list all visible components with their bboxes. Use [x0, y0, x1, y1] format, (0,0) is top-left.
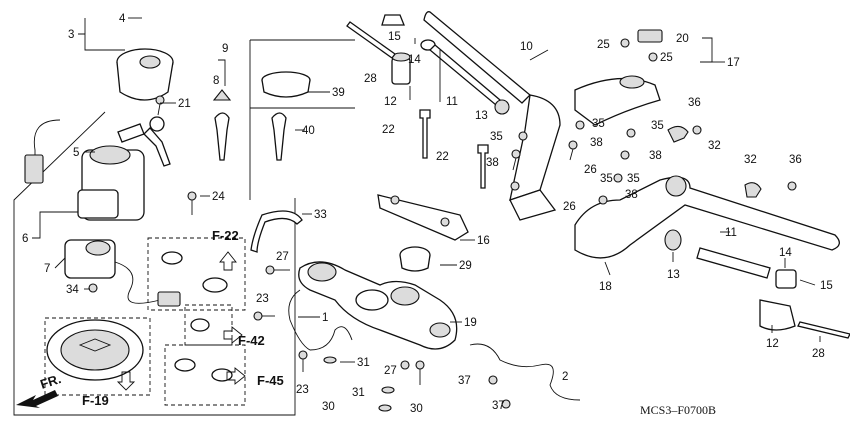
bolts-22	[419, 109, 489, 189]
bolts-misc	[88, 38, 797, 412]
callout-25a: 25	[597, 39, 610, 51]
ref-f45: F-45	[257, 373, 284, 388]
callout-28a: 28	[364, 73, 377, 85]
key-case-39	[261, 71, 311, 98]
fuel-cap-ring	[46, 319, 144, 381]
callout-9: 9	[222, 43, 228, 55]
callout-10: 10	[520, 41, 533, 53]
callout-3: 3	[68, 29, 74, 41]
callout-30a: 30	[322, 401, 335, 413]
callout-40: 40	[302, 125, 315, 137]
callout-30b: 30	[410, 403, 423, 415]
callout-7: 7	[44, 263, 50, 275]
callout-35c: 35	[651, 120, 664, 132]
front-direction-arrow-icon	[16, 390, 58, 408]
handlebar-holder-16	[377, 194, 469, 241]
ignition-switch-cover	[116, 48, 174, 101]
handlebar-upper-holder-17	[574, 29, 663, 126]
stem-nut-29	[399, 246, 431, 272]
handlebar-pipe-18	[574, 175, 840, 259]
ignition-group-outline	[13, 39, 355, 416]
callout-35d: 35	[627, 173, 640, 185]
callout-21: 21	[178, 98, 191, 110]
callout-37b: 37	[492, 400, 505, 412]
callout-12b: 12	[766, 338, 779, 350]
callout-1: 1	[322, 312, 328, 324]
callout-14a: 14	[408, 54, 421, 66]
callout-20: 20	[676, 33, 689, 45]
callout-39: 39	[332, 87, 345, 99]
handlebar-pipe-10	[423, 11, 561, 221]
callout-15b: 15	[820, 280, 833, 292]
callout-31a: 31	[357, 357, 370, 369]
callout-11a: 11	[446, 96, 458, 108]
callout-14b: 14	[779, 247, 792, 259]
callout-35e: 35	[600, 173, 613, 185]
ref-f42: F-42	[238, 333, 265, 348]
callout-38a: 38	[486, 157, 499, 169]
callout-2: 2	[562, 371, 568, 383]
ref-f22: F-22	[212, 228, 239, 243]
callout-19: 19	[464, 317, 477, 329]
callout-35a: 35	[490, 131, 503, 143]
drawing-code: MCS3–F0700B	[640, 403, 716, 417]
callout-23b: 23	[296, 384, 309, 396]
callout-38d: 38	[625, 189, 638, 201]
callout-32b: 32	[744, 154, 757, 166]
callout-13a: 13	[475, 110, 488, 122]
callout-34: 34	[66, 284, 79, 296]
callout-36a: 36	[688, 97, 701, 109]
leader-lines	[32, 17, 821, 363]
switch-sub-unit	[64, 239, 181, 307]
callout-28b: 28	[812, 348, 825, 360]
weight-and-bar-end	[346, 14, 510, 115]
callout-32a: 32	[708, 140, 721, 152]
callout-36b: 36	[789, 154, 802, 166]
direction-label: FR.	[38, 371, 63, 392]
ref-f19: F-19	[82, 393, 109, 408]
callout-33: 33	[314, 209, 327, 221]
callout-37a: 37	[458, 375, 471, 387]
callout-4: 4	[119, 13, 126, 25]
callout-27b: 27	[384, 365, 397, 377]
callout-23a: 23	[256, 293, 269, 305]
callout-27a: 27	[276, 251, 289, 263]
callout-35b: 35	[592, 118, 605, 130]
callout-25b: 25	[660, 52, 673, 64]
callout-8: 8	[213, 75, 219, 87]
callout-38b: 38	[590, 137, 603, 149]
callout-13b: 13	[667, 269, 680, 281]
callout-26a: 26	[584, 164, 597, 176]
callout-15a: 15	[388, 31, 401, 43]
callout-16: 16	[477, 235, 490, 247]
callout-22b: 22	[436, 151, 449, 163]
callout-18: 18	[599, 281, 612, 293]
callout-38c: 38	[649, 150, 662, 162]
callout-12a: 12	[384, 96, 397, 108]
callout-11b: 11	[725, 227, 737, 239]
callout-17: 17	[727, 57, 740, 69]
left-handle-weight	[664, 229, 850, 339]
steering-top-bridge	[298, 261, 458, 350]
callout-26b: 26	[563, 201, 576, 213]
callout-22a: 22	[382, 124, 395, 136]
keys	[117, 89, 287, 167]
wire-harness-2	[469, 343, 581, 401]
ignition-switch	[24, 119, 145, 221]
small-caps	[116, 251, 246, 391]
callout-24: 24	[212, 191, 225, 203]
wire-harness-1	[288, 289, 353, 351]
callout-6: 6	[22, 233, 28, 245]
callout-5: 5	[73, 147, 79, 159]
wire-clip-33	[250, 210, 303, 253]
callout-31b: 31	[352, 387, 365, 399]
callout-29: 29	[459, 260, 472, 272]
